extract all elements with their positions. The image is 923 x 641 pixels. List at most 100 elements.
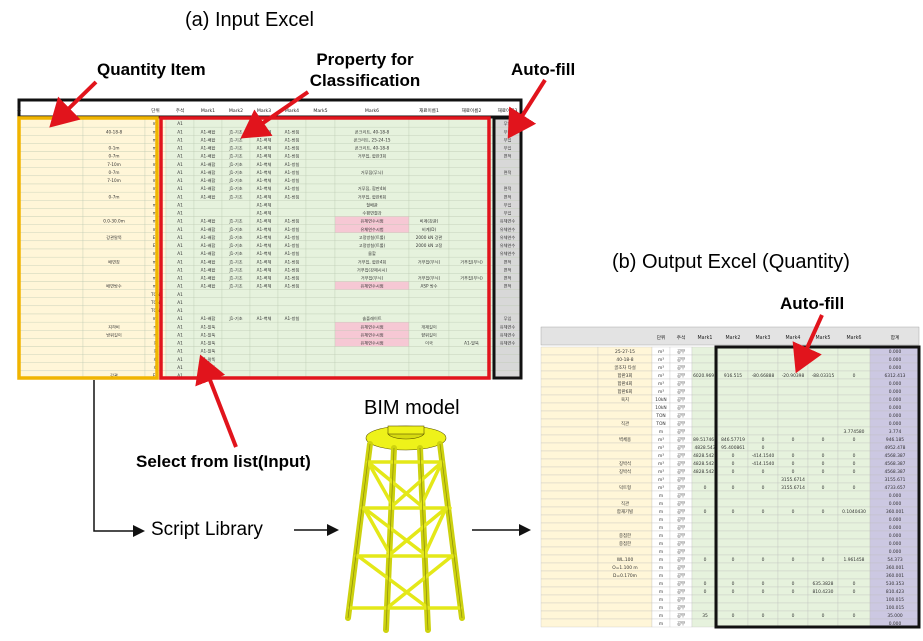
input-cell-text: A1-방침: [285, 136, 300, 142]
output-cell-text: 0: [792, 469, 795, 475]
output-cell-text: 공무: [677, 597, 685, 603]
output-cell-text: 직관: [621, 500, 629, 507]
input-cell-text: 유체연수: [500, 331, 516, 338]
callout-select-from-list: Select from list(Input): [136, 452, 311, 471]
output-cell-text: 360.001: [886, 565, 904, 571]
input-cell-text: A1: [177, 137, 183, 142]
input-cell-text: A1: [177, 292, 183, 297]
output-cell-text: 10kN: [655, 397, 666, 403]
jacket-top-cap: [387, 425, 425, 435]
input-cell-text: A1-배합: [201, 226, 216, 233]
output-cell-text: 0: [732, 485, 735, 491]
output-cell-text: m: [659, 518, 663, 523]
output-cell-text: 4828.5421: [693, 461, 717, 467]
output-cell-text: m: [659, 622, 663, 627]
input-cell-text: A1: [177, 308, 183, 313]
input-cell-text: A1-배합: [201, 275, 216, 282]
input-cell-text: 거푸집, 합판4회: [358, 185, 387, 192]
input-cell-text: A1-배합: [201, 128, 216, 135]
output-cell-text: 0: [762, 581, 765, 587]
output-cell-text: 0: [732, 557, 735, 563]
input-cell-text: A1-배합: [201, 315, 216, 322]
input-cell-text: A1: [177, 202, 183, 207]
input-cell-text: 유체연수: [500, 226, 516, 233]
output-cell-text: -414.1540: [752, 453, 775, 459]
output-cell-text: 합판6회: [618, 388, 633, 395]
input-cell-text: A1-벽체: [257, 153, 272, 160]
output-cell-text: 0.000: [889, 517, 902, 523]
input-cell-text: A1-벽체: [257, 258, 272, 265]
input-cell-text: A1: [177, 186, 183, 191]
input-cell-text: A1-배합: [201, 242, 216, 249]
arrow-to-script-library: [93, 380, 145, 537]
input-cell-text: J1-기초: [228, 136, 242, 143]
input-cell-text: A1-방침: [285, 275, 300, 281]
input-cell-text: TON: [150, 292, 160, 297]
arrow-property: [240, 90, 310, 139]
output-cell-text: 0: [732, 469, 735, 475]
input-cell-text: A1-방침: [285, 169, 300, 175]
output-cell-text: 35: [702, 613, 708, 619]
input-cell-text: A1-방침: [285, 283, 300, 289]
input-cell-text: 비계(D): [422, 226, 437, 233]
output-cell-text: 89.517466: [693, 437, 717, 443]
input-cell-text: A1: [177, 154, 183, 159]
output-cell-text: 0.000: [889, 389, 902, 395]
input-cell-text: 유체연수시험: [360, 331, 383, 338]
output-cell-text: m: [659, 590, 663, 595]
input-cell-text: 유체연수시험: [360, 323, 383, 330]
output-cell-text: 공무: [677, 621, 685, 627]
input-header-cell: Mark1: [201, 108, 215, 114]
output-cell-text: 0: [792, 461, 795, 467]
arrow-select-list: [195, 354, 238, 448]
arrow-autofill-input: [507, 78, 547, 139]
output-cell-text: 0.000: [889, 541, 902, 547]
output-cell-text: 100.015: [886, 605, 904, 611]
output-cell-text: 0: [822, 509, 825, 515]
callout-quantity-item: Quantity Item: [97, 60, 206, 79]
input-cell-text: 유체연수시험: [360, 226, 383, 233]
input-cell-text: A1: [177, 316, 183, 321]
output-cell-text: 공무: [677, 581, 685, 587]
output-cell-text: 0: [853, 437, 856, 443]
output-cell-text: 공무: [677, 525, 685, 531]
output-cell-text: 골조차 타설: [614, 364, 636, 371]
input-cell-text: A1: [177, 146, 183, 151]
input-cell-text: A1-벽체: [257, 315, 272, 322]
output-cell-text: 공무: [677, 541, 685, 547]
output-cell-text: 0: [732, 613, 735, 619]
output-cell-text: 0.000: [889, 501, 902, 507]
input-cell-text: 0.0-30.0m: [103, 219, 125, 224]
input-cell-text: A1-방침: [285, 250, 300, 256]
output-cell-text: 중점한: [619, 532, 631, 539]
input-cell-text: A1: [177, 162, 183, 167]
input-cell-text: 무입: [504, 145, 512, 152]
input-cell-text: A1: [177, 243, 183, 248]
input-cell-text: 유체연수: [500, 234, 516, 241]
input-cell-text: 물할: [368, 250, 376, 257]
callout-autofill-input: Auto-fill: [511, 60, 576, 79]
output-cell-text: m: [659, 534, 663, 539]
input-cell-text: 무입: [504, 136, 512, 143]
input-cell-text: A1-벽체: [257, 177, 272, 184]
input-cell-text: 고정방침(트롤): [359, 242, 386, 248]
output-cell-text: 0: [853, 469, 856, 475]
output-excel-title: (b) Output Excel (Quantity): [612, 251, 850, 273]
output-cell-text: TON: [655, 421, 665, 427]
input-cell-text: A1: [177, 121, 183, 126]
input-excel-title: (a) Input Excel: [185, 9, 314, 31]
input-cell-text: A1: [177, 259, 183, 264]
input-cell-text: A1-벽체: [257, 145, 272, 152]
arrow-quantity-item: [49, 80, 98, 128]
input-header-cell: 주석: [176, 107, 184, 114]
output-cell-text: 공무: [677, 349, 685, 355]
